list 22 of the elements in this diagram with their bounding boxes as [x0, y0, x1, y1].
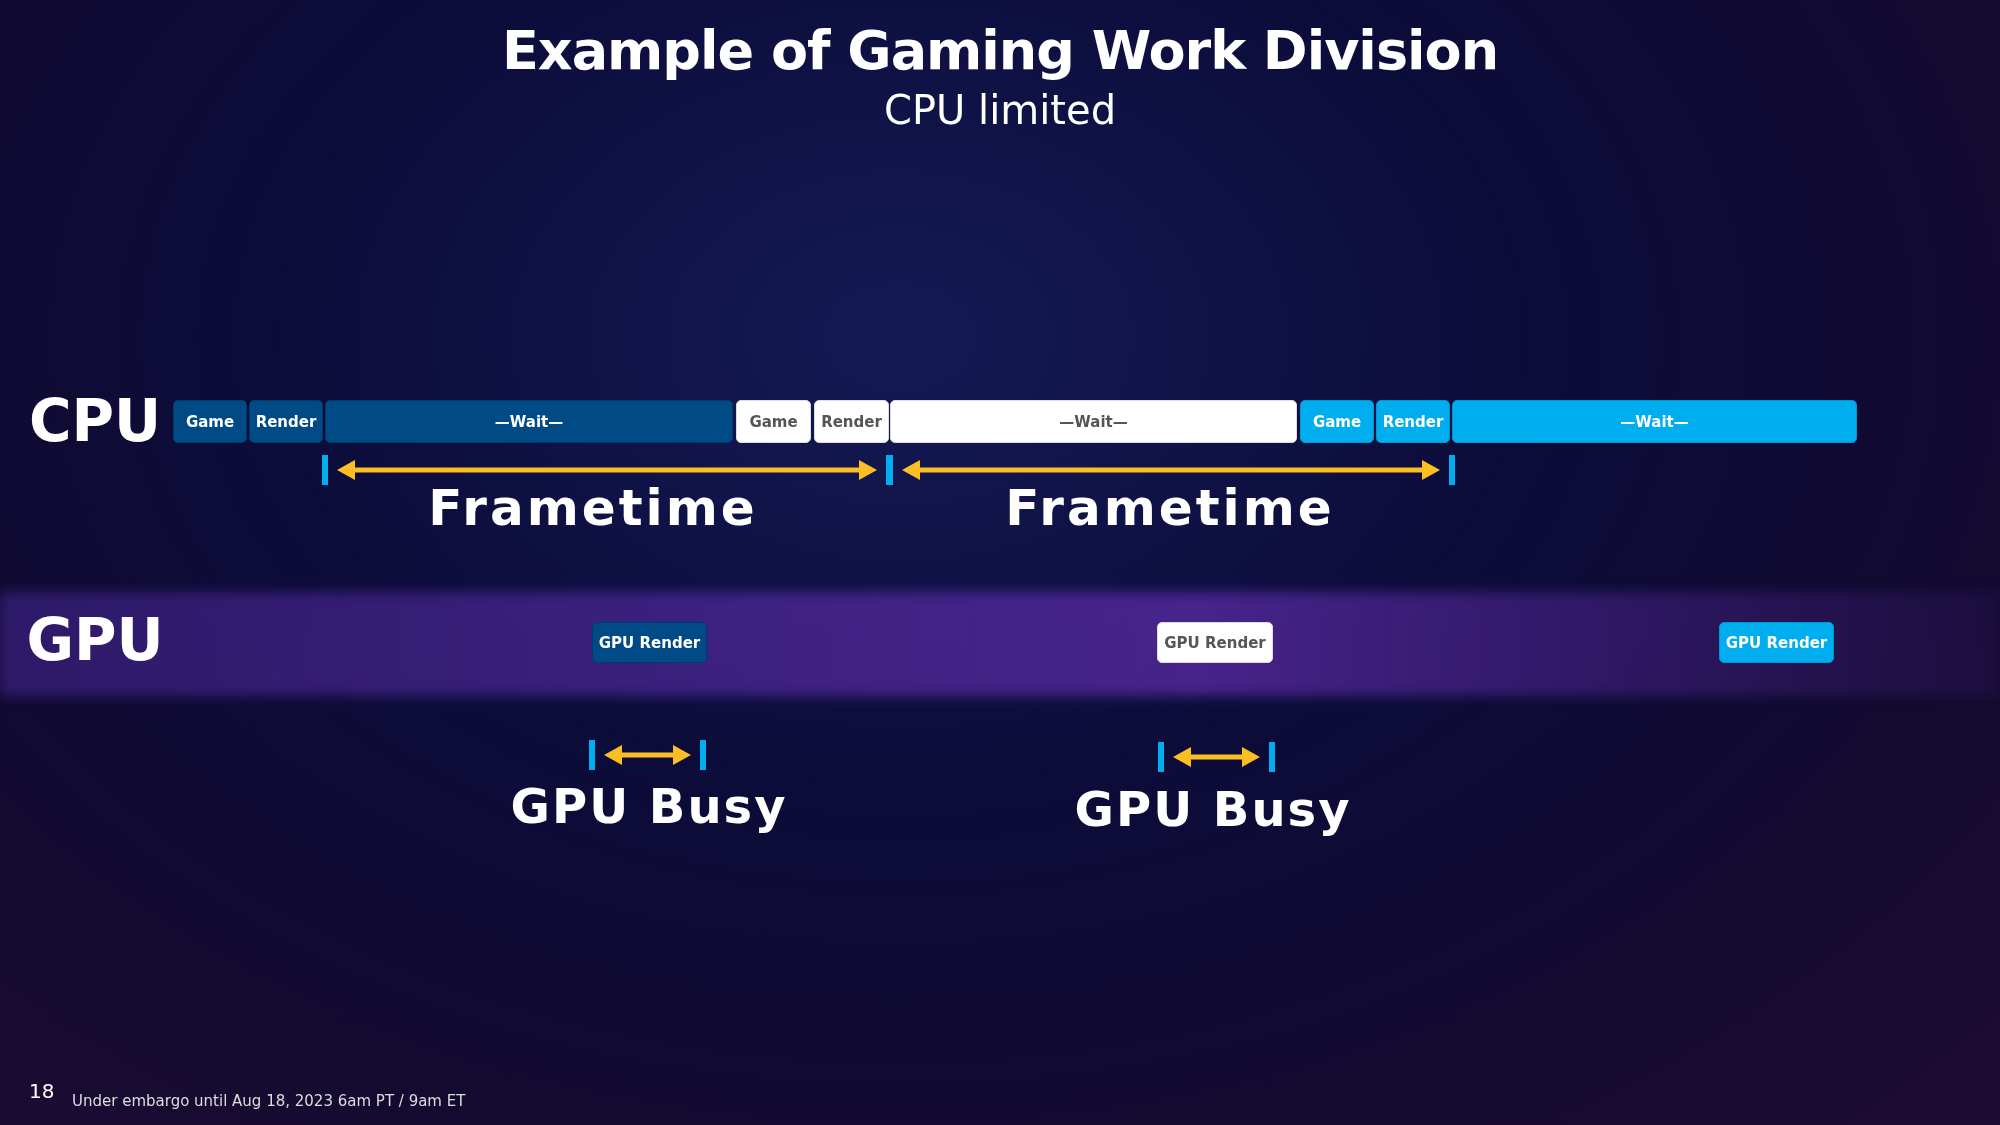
page-number: 18	[29, 1079, 55, 1103]
cpu-task-block: Game	[736, 400, 811, 443]
cpu-task-block: —Wait—	[890, 400, 1297, 443]
subtitle: CPU limited	[884, 87, 1116, 133]
cpu-task-block: —Wait—	[325, 400, 733, 443]
cpu-task-block: Render	[814, 400, 889, 443]
dimension-label: Frametime	[1005, 479, 1335, 537]
cpu-task-block: —Wait—	[1452, 400, 1857, 443]
gpu-task-block: GPU Render	[1157, 622, 1273, 663]
row-label: GPU	[26, 606, 164, 674]
footer-note: Under embargo until Aug 18, 2023 6am PT / 9am ET	[72, 1092, 466, 1110]
title: Example of Gaming Work Division	[501, 18, 1499, 82]
dimension-label: GPU Busy	[1074, 781, 1352, 837]
gpu-task-block: GPU Render	[1719, 622, 1834, 663]
dimension-label: GPU Busy	[510, 778, 788, 834]
row-label: CPU	[28, 387, 162, 455]
dimension-label: Frametime	[428, 479, 758, 537]
gpu-task-block: GPU Render	[592, 622, 707, 663]
cpu-task-block: Game	[1300, 400, 1374, 443]
cpu-task-block: Render	[249, 400, 323, 443]
cpu-task-block: Render	[1376, 400, 1450, 443]
cpu-task-block: Game	[173, 400, 247, 443]
